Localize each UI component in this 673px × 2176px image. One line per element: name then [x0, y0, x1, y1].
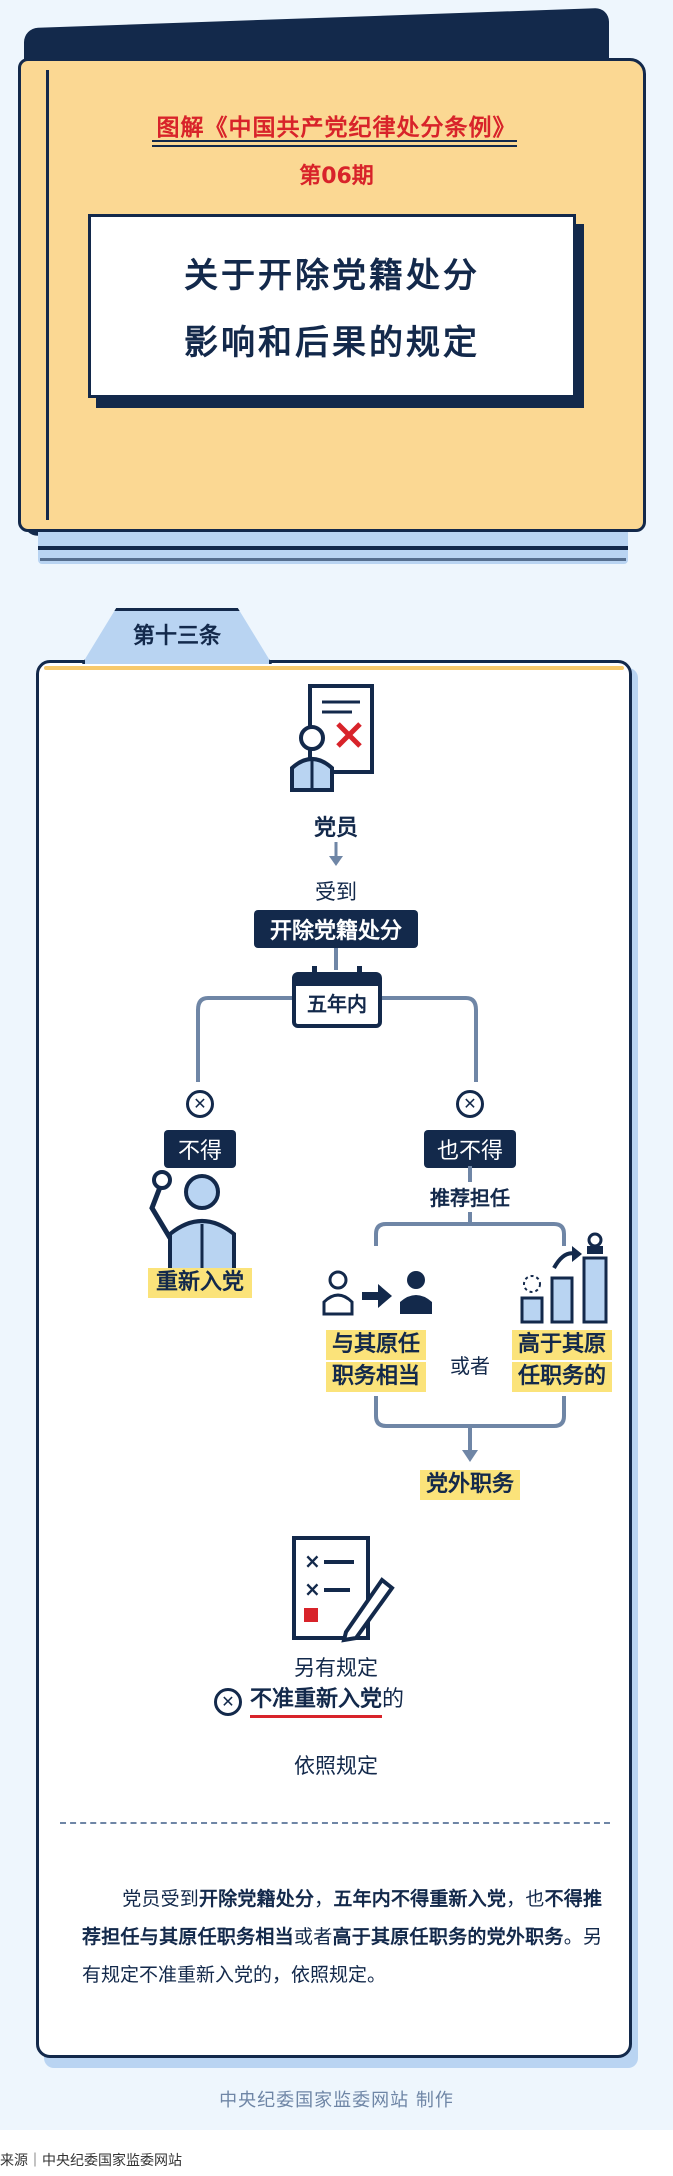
- article-tab-label: 第十三条: [132, 624, 221, 649]
- prohibited-icon: ✕: [186, 1090, 214, 1118]
- connector-line: [468, 1166, 472, 1182]
- member-label: 党员: [313, 816, 358, 841]
- svg-text:×: ×: [304, 1549, 321, 1573]
- option-equal-line2: 职务相当: [326, 1362, 426, 1392]
- option-equal-line1: 与其原任: [326, 1330, 426, 1360]
- dashed-divider: [60, 1822, 610, 1824]
- summary-bold: 开除党籍处分: [198, 1888, 315, 1910]
- option-higher-line2: 任职务的: [512, 1362, 612, 1392]
- no-rejoin-label: 不准重新入党: [250, 1681, 383, 1718]
- no-rejoin-suffix: 的: [382, 1687, 405, 1712]
- summary-text: 或者: [293, 1926, 333, 1948]
- no-rejoin-row: 不准重新入党 的: [250, 1687, 404, 1718]
- follow-rule-label: 依照规定: [294, 1754, 378, 1778]
- equal-position-icon: [322, 1270, 432, 1316]
- arrow-down-icon: [329, 842, 343, 866]
- summary-text: 党员受到: [122, 1888, 199, 1910]
- summary-paragraph: 党员受到开除党籍处分，五年内不得重新入党，也不得推荐担任与其原任职务相当或者高于…: [82, 1880, 602, 1994]
- producer-credit: 中央纪委国家监委网站 制作: [219, 2090, 454, 2111]
- summary-bold: 高于其原任职务的党外职务: [332, 1926, 564, 1948]
- received-label: 受到: [315, 880, 357, 904]
- svg-text:×: ×: [304, 1577, 321, 1601]
- penalty-label: 开除党籍处分: [254, 910, 418, 948]
- source-caption: 来源｜中央纪委国家监委网站: [0, 2153, 182, 2169]
- summary-bold: 五年内不得重新入党: [333, 1888, 507, 1910]
- left-ban-label: 不得: [164, 1130, 236, 1168]
- summary-text: 。另有规定不准重新入党的，依照规定。: [82, 1926, 602, 1986]
- series-title: 图解《中国共产党纪律处分条例》: [156, 115, 517, 141]
- card-title-line1: 关于开除党籍处分: [184, 256, 480, 296]
- within-five-years-label: 五年内: [307, 992, 367, 1016]
- other-rule-label: 另有规定: [294, 1656, 378, 1680]
- prohibited-icon: ✕: [214, 1688, 242, 1716]
- outer-post-label: 党外职务: [420, 1470, 520, 1500]
- calendar-icon: [292, 966, 382, 1028]
- book-base-line: [40, 558, 626, 561]
- book-base-line: [38, 546, 628, 550]
- branch-connector: [196, 996, 478, 1082]
- merge-connector: [374, 1396, 566, 1462]
- issue-number: 第06期: [299, 164, 374, 189]
- prohibited-icon: ✕: [456, 1090, 484, 1118]
- title-underline: [152, 145, 517, 147]
- summary-text: ，: [314, 1888, 334, 1910]
- right-ban-label: 也不得: [424, 1130, 516, 1168]
- title-card: 关于开除党籍处分 影响和后果的规定: [88, 214, 576, 398]
- option-higher-line1: 高于其原: [512, 1330, 612, 1360]
- panel-top-accent: [44, 666, 624, 670]
- recommend-bracket: [374, 1212, 566, 1246]
- higher-position-icon: [520, 1232, 608, 1324]
- expelled-document-icon: [290, 684, 374, 792]
- connector-line: [334, 948, 338, 970]
- checklist-icon: × ×: [292, 1536, 395, 1643]
- person-raising-fist-icon: [149, 1170, 236, 1274]
- or-label: 或者: [450, 1354, 490, 1378]
- card-title-line2: 影响和后果的规定: [184, 323, 480, 363]
- rejoin-party-label: 重新入党: [148, 1268, 252, 1298]
- summary-text: ，也: [506, 1888, 545, 1910]
- recommend-label: 推荐担任: [430, 1186, 510, 1210]
- infographic: 图解《中国共产党纪律处分条例》 第06期 关于开除党籍处分 影响和后果的规定 第…: [0, 0, 673, 2130]
- title-underline: [152, 140, 517, 142]
- book-spine: [46, 70, 49, 520]
- summary-bold: 不得推荐担任与其原任职务相当: [82, 1888, 602, 1948]
